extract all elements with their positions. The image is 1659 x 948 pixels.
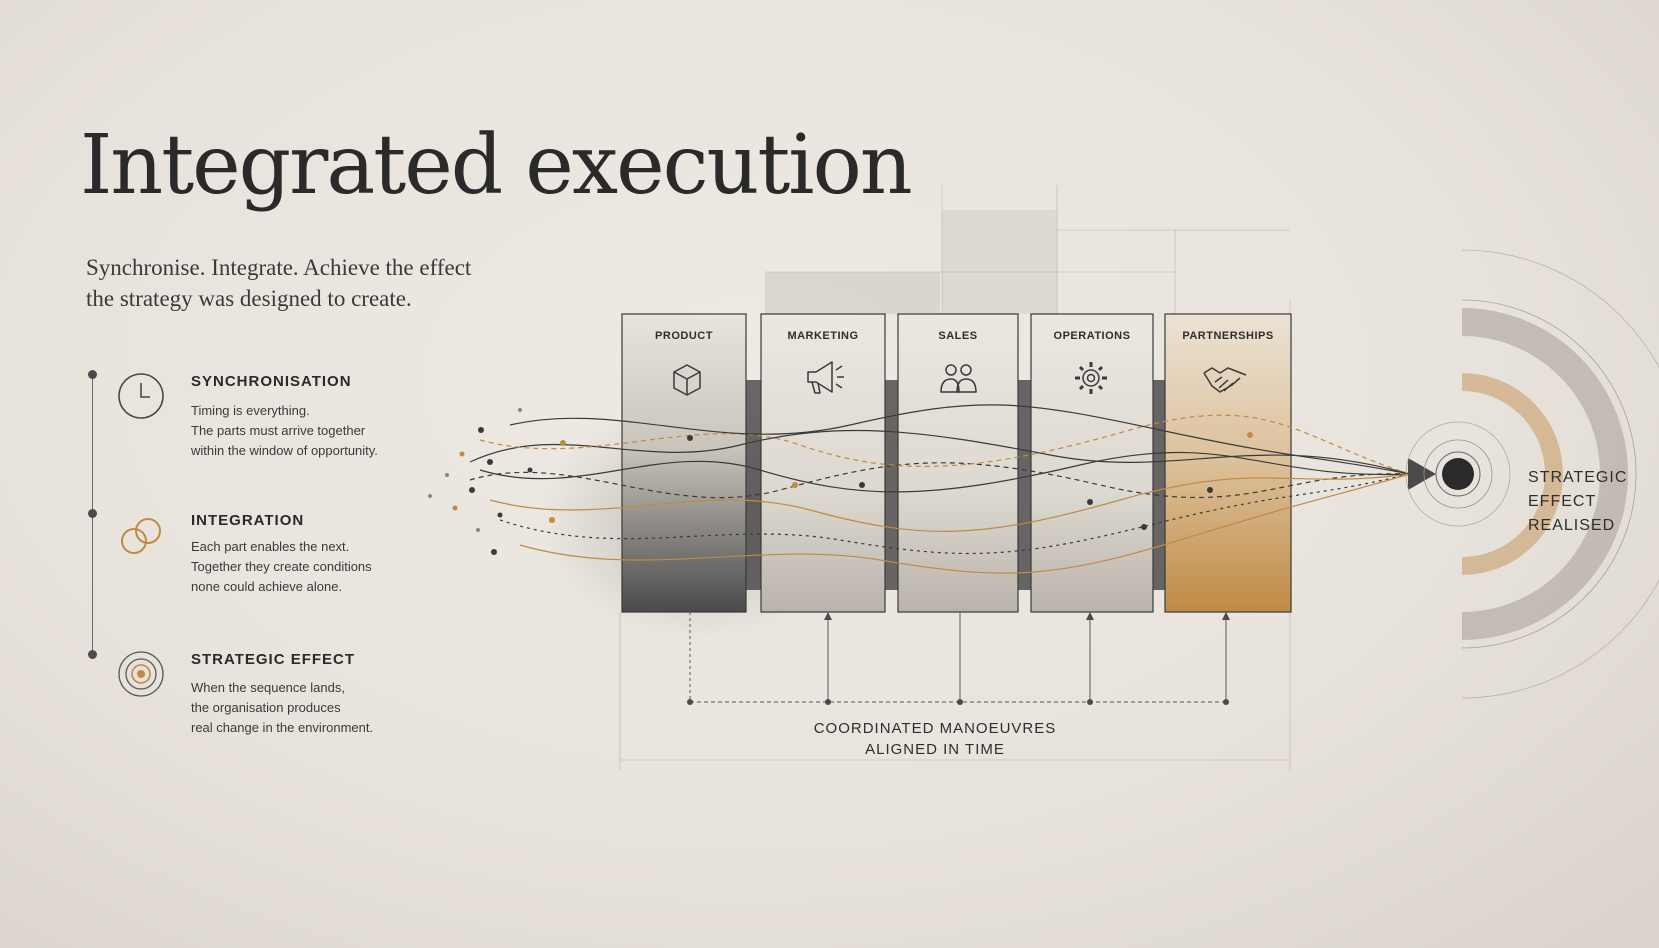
- coordinated-manoeuvres-label: COORDINATED MANOEUVRES ALIGNED IN TIME: [780, 718, 1090, 760]
- column-label-partnerships: PARTNERSHIPS: [1182, 330, 1274, 342]
- pillar-line: When the sequence lands,: [191, 680, 345, 695]
- arrow-head-icon: [1408, 458, 1436, 490]
- rail-dot: [88, 370, 97, 379]
- target-rings: [1405, 249, 1659, 699]
- subtitle-line-2: the strategy was designed to create.: [86, 286, 412, 311]
- effect-line-1: STRATEGIC: [1528, 469, 1628, 486]
- target-icon: [118, 651, 164, 697]
- timing-markers: [687, 612, 1230, 705]
- flow-lines: [469, 404, 1411, 574]
- pillar-integration: INTEGRATION Each part enables the next. …: [0, 509, 440, 629]
- column-label-marketing: MARKETING: [787, 330, 859, 342]
- rail-dot: [88, 650, 97, 659]
- pillar-strategic-effect: STRATEGIC EFFECT When the sequence lands…: [0, 650, 440, 770]
- pillar-line: Timing is everything.: [191, 403, 310, 418]
- pillar-description: Each part enables the next. Together the…: [191, 537, 451, 597]
- column-operations: [1030, 313, 1154, 613]
- pillar-title: SYNCHRONISATION: [191, 373, 352, 390]
- people-icon: [940, 364, 977, 393]
- pillar-description: When the sequence lands, the organisatio…: [191, 678, 451, 738]
- clock-icon: [118, 373, 164, 419]
- handshake-icon: [1203, 367, 1247, 393]
- subtitle-line-1: Synchronise. Integrate. Achieve the effe…: [86, 255, 472, 280]
- pillar-line: The parts must arrive together: [191, 423, 366, 438]
- page-title: Integrated execution: [80, 118, 913, 213]
- strategic-effect-label: STRATEGIC EFFECT REALISED: [1528, 466, 1648, 538]
- target-bullseye: [1442, 458, 1474, 490]
- page-subtitle: Synchronise. Integrate. Achieve the effe…: [86, 252, 556, 314]
- pillar-line: Each part enables the next.: [191, 539, 350, 554]
- pillar-line: Together they create conditions: [191, 559, 372, 574]
- pillar-description: Timing is everything. The parts must arr…: [191, 401, 451, 461]
- column-label-operations: OPERATIONS: [1053, 330, 1131, 342]
- pillar-line: within the window of opportunity.: [191, 443, 378, 458]
- rail-dot: [88, 509, 97, 518]
- column-gaps: [746, 380, 1165, 590]
- megaphone-icon: [807, 361, 844, 394]
- pillar-title: STRATEGIC EFFECT: [191, 651, 356, 668]
- background-grid: [619, 185, 1291, 770]
- column-label-sales: SALES: [938, 330, 978, 342]
- column-marketing: [760, 313, 886, 613]
- cube-icon: [673, 364, 701, 396]
- flow-particles: [428, 408, 1253, 555]
- column-blocks: [621, 313, 1292, 613]
- pillar-line: none could achieve alone.: [191, 579, 343, 594]
- effect-line-3: REALISED: [1528, 517, 1616, 534]
- column-label-product: PRODUCT: [655, 330, 713, 342]
- footer-line-1: COORDINATED MANOEUVRES: [813, 720, 1057, 737]
- linked-rings-icon: [121, 518, 161, 554]
- footer-line-2: ALIGNED IN TIME: [865, 741, 1005, 758]
- pillar-title: INTEGRATION: [191, 512, 305, 529]
- pillar-line: the organisation produces: [191, 700, 341, 715]
- effect-line-2: EFFECT: [1528, 493, 1597, 510]
- pillar-synchronisation: SYNCHRONISATION Timing is everything. Th…: [0, 370, 440, 490]
- pillar-line: real change in the environment.: [191, 720, 374, 735]
- gear-icon: [1075, 362, 1107, 394]
